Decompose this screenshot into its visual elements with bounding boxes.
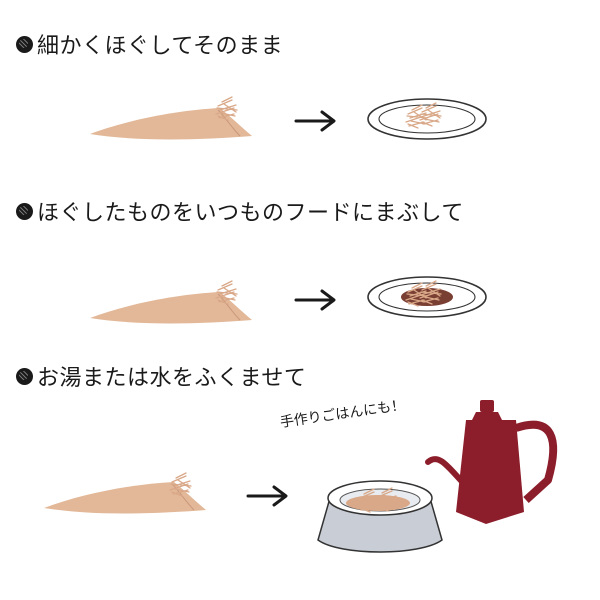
pet-bowl-icon <box>317 480 443 553</box>
step-2-title: ほぐしたものをいつものフードにまぶして <box>16 195 464 227</box>
step-3-title: お湯または水をふくませて <box>16 360 306 392</box>
step-1-title: 細かくほぐしてそのまま <box>16 28 283 60</box>
right-arrow-icon <box>246 485 288 507</box>
kettle-icon <box>425 400 558 524</box>
plate-icon <box>367 276 487 318</box>
right-arrow-icon <box>294 289 336 311</box>
bullet-icon <box>16 202 33 220</box>
step-1-label: 細かくほぐしてそのまま <box>37 34 284 59</box>
right-arrow-icon <box>294 110 336 132</box>
fish-fillet-icon <box>43 472 207 514</box>
fish-fillet-icon <box>89 280 253 324</box>
fish-fillet-icon <box>89 96 253 140</box>
plate-icon <box>367 98 487 140</box>
bullet-icon <box>16 367 33 385</box>
bullet-icon <box>16 35 33 53</box>
step-3-label: お湯または水をふくませて <box>37 366 307 391</box>
step-2-label: ほぐしたものをいつものフードにまぶして <box>37 201 464 226</box>
